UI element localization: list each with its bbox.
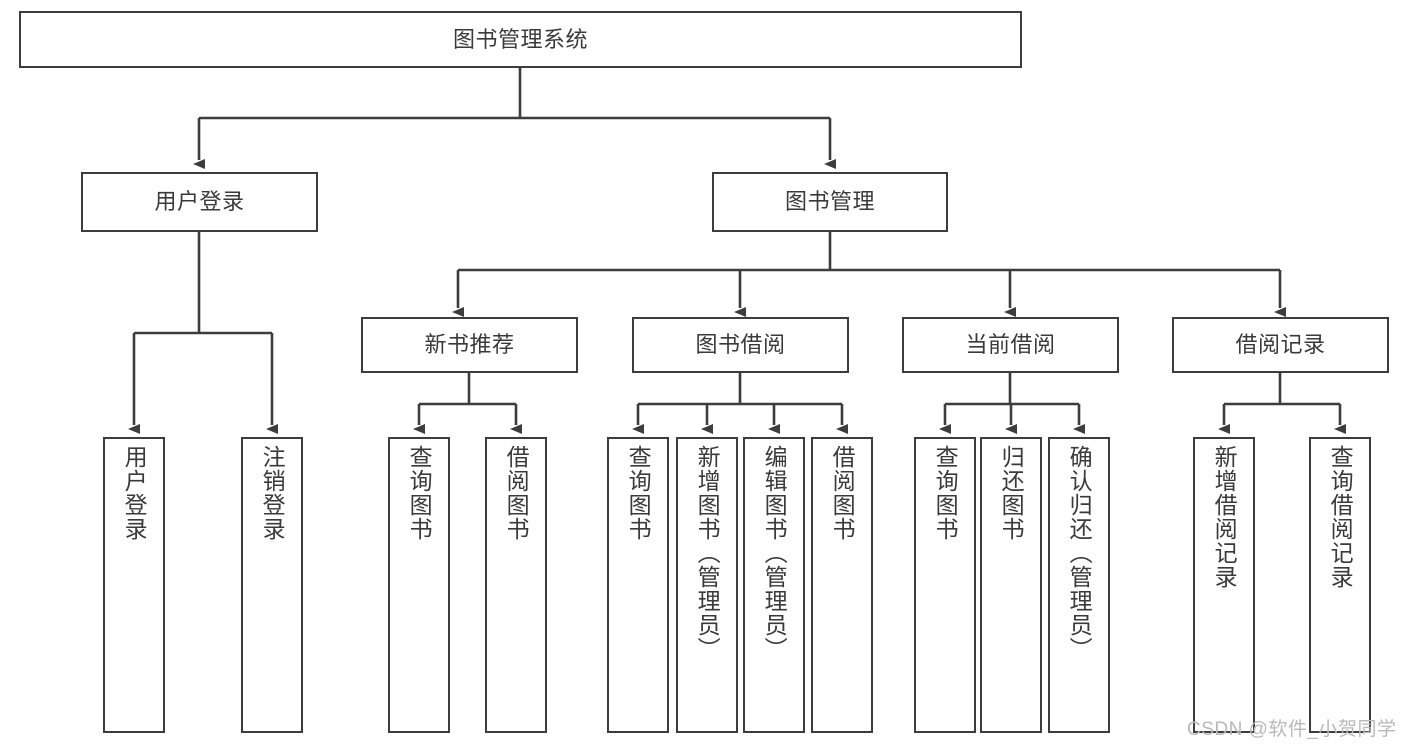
node-new-book-recommend-label: 新书推荐	[424, 332, 515, 358]
leaf-current-return-book[interactable]: 归还图书	[980, 437, 1042, 733]
node-root[interactable]: 图书管理系统	[19, 11, 1022, 68]
leaf-recommend-query-book[interactable]: 查询图书	[388, 437, 450, 733]
leaf-current-confirm-return-admin[interactable]: 确认归还（管理员）	[1048, 437, 1110, 733]
leaf-borrow-edit-book-admin[interactable]: 编辑图书（管理员）	[743, 437, 805, 733]
leaf-label: 新增借阅记录	[1211, 445, 1238, 589]
leaf-label: 查询图书	[625, 445, 652, 541]
leaf-label: 新增图书（管理员）	[694, 445, 721, 661]
leaf-borrow-add-book-admin[interactable]: 新增图书（管理员）	[676, 437, 738, 733]
leaf-label: 用户登录	[121, 445, 148, 541]
leaf-borrow-query-book[interactable]: 查询图书	[607, 437, 669, 733]
node-root-label: 图书管理系统	[452, 26, 588, 52]
leaf-recommend-borrow-book[interactable]: 借阅图书	[485, 437, 547, 733]
node-current-borrow[interactable]: 当前借阅	[902, 317, 1119, 373]
watermark: CSDN @软件_小贺同学	[1187, 719, 1397, 740]
leaf-borrow-borrow-book[interactable]: 借阅图书	[811, 437, 873, 733]
node-book-borrow[interactable]: 图书借阅	[632, 317, 849, 373]
node-book-borrow-label: 图书借阅	[695, 332, 786, 358]
leaf-user-login-signin[interactable]: 用户登录	[103, 437, 165, 733]
leaf-record-query-record[interactable]: 查询借阅记录	[1309, 437, 1371, 733]
leaf-current-query-book[interactable]: 查询图书	[914, 437, 976, 733]
node-book-management-label: 图书管理	[784, 189, 875, 215]
leaf-label: 注销登录	[259, 445, 286, 541]
leaf-label: 编辑图书（管理员）	[761, 445, 788, 661]
leaf-label: 归还图书	[998, 445, 1025, 541]
node-borrow-record-label: 借阅记录	[1235, 332, 1326, 358]
node-borrow-record[interactable]: 借阅记录	[1172, 317, 1389, 373]
node-book-management[interactable]: 图书管理	[712, 172, 948, 232]
leaf-label: 查询借阅记录	[1327, 445, 1354, 589]
node-user-login-label: 用户登录	[154, 189, 245, 215]
leaf-label: 查询图书	[406, 445, 433, 541]
leaf-label: 查询图书	[932, 445, 959, 541]
node-new-book-recommend[interactable]: 新书推荐	[361, 317, 578, 373]
leaf-label: 借阅图书	[503, 445, 530, 541]
leaf-user-login-signout[interactable]: 注销登录	[241, 437, 303, 733]
node-current-borrow-label: 当前借阅	[965, 332, 1056, 358]
leaf-label: 借阅图书	[829, 445, 856, 541]
leaf-label: 确认归还（管理员）	[1066, 445, 1093, 661]
node-user-login[interactable]: 用户登录	[81, 172, 318, 232]
leaf-record-add-record[interactable]: 新增借阅记录	[1193, 437, 1255, 733]
